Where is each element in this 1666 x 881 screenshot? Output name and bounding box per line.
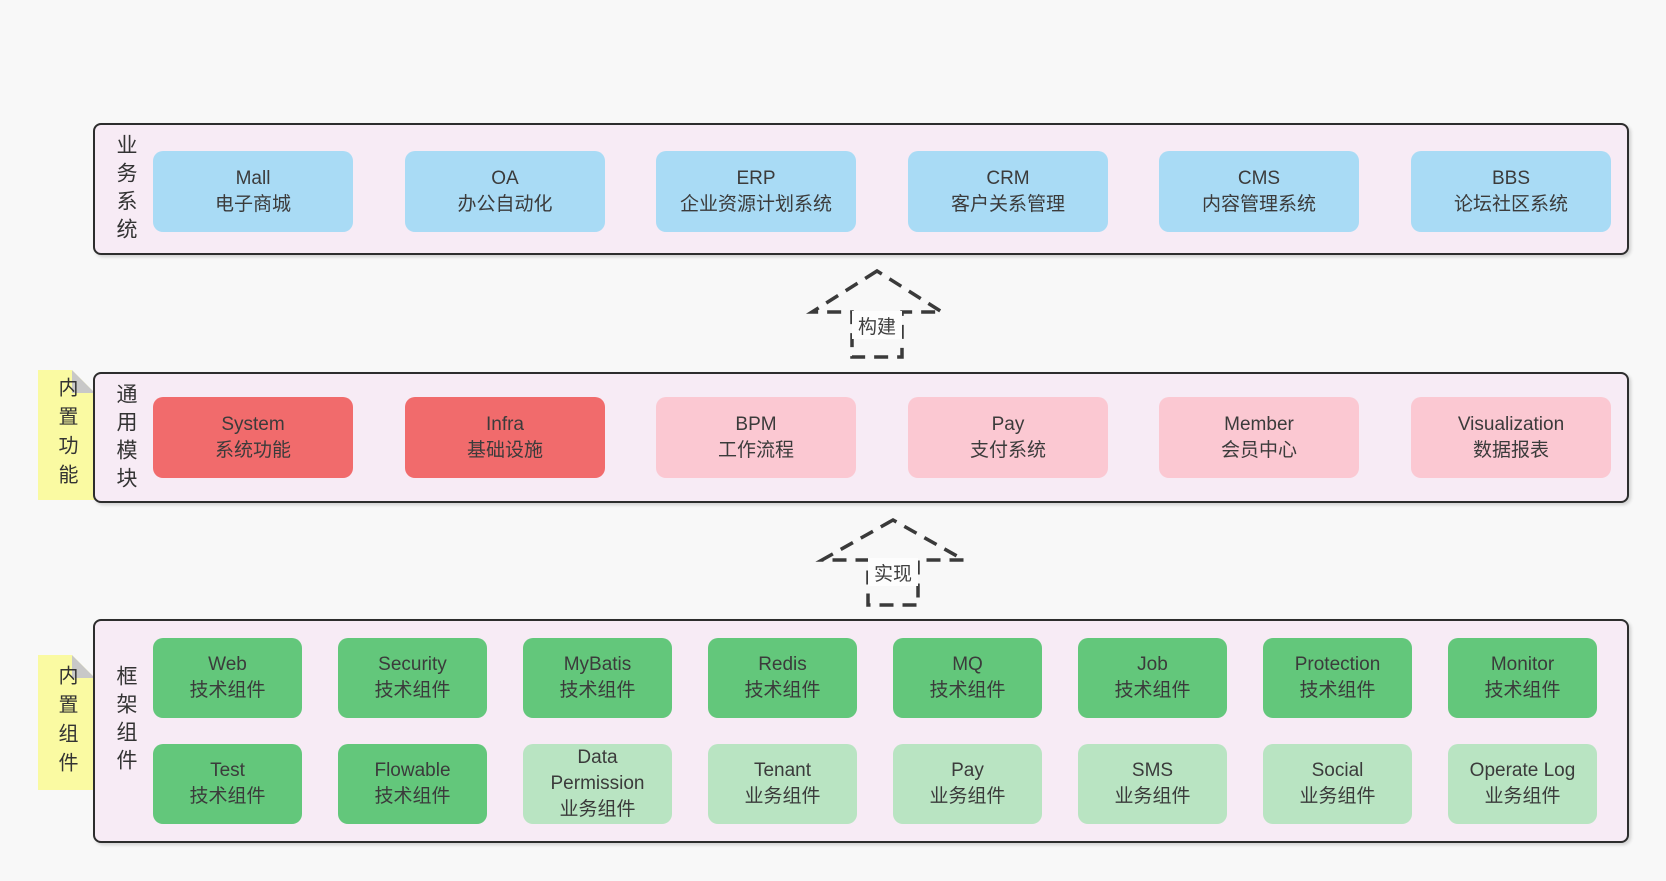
box-subtitle: 基础设施 (466, 439, 543, 461)
box-title: MyBatis (563, 654, 632, 675)
box-sms: SMS 业务组件 (1078, 744, 1227, 824)
arrow-implement-label: 实现 (868, 558, 918, 586)
box-bpm: BPM 工作流程 (656, 397, 856, 478)
box-title: System (221, 413, 285, 435)
box-subtitle: 办公自动化 (457, 193, 553, 215)
box-subtitle: 技术组件 (559, 680, 636, 701)
box-title: MQ (952, 654, 983, 675)
box-subtitle: 业务组件 (1299, 786, 1376, 807)
box-title: Operate Log (1469, 760, 1576, 781)
box-data-permission: Data Permission 业务组件 (523, 744, 672, 824)
box-subtitle: 业务组件 (1114, 786, 1191, 807)
box-title: Infra (485, 413, 525, 435)
box-visualization: Visualization 数据报表 (1411, 397, 1611, 478)
box-mq: MQ 技术组件 (893, 638, 1042, 718)
box-title: Protection (1294, 654, 1381, 675)
box-mall: Mall 电子商城 (153, 151, 353, 232)
box-title: BBS (1491, 167, 1531, 189)
box-operate-log: Operate Log 业务组件 (1448, 744, 1597, 824)
box-erp: ERP 企业资源计划系统 (656, 151, 856, 232)
note-built-in-components: 内置组件 (38, 655, 95, 790)
box-title: Test (210, 760, 245, 781)
box-title: ERP (736, 167, 776, 189)
box-title: Pay (951, 760, 984, 781)
box-title: Social (1311, 760, 1364, 781)
box-social: Social 业务组件 (1263, 744, 1412, 824)
box-subtitle: 内容管理系统 (1201, 193, 1316, 215)
box-title: Job (1137, 654, 1168, 675)
box-subtitle: 技术组件 (374, 680, 451, 701)
box-redis: Redis 技术组件 (708, 638, 857, 718)
box-title: CRM (986, 167, 1030, 189)
box-test: Test 技术组件 (153, 744, 302, 824)
box-title: OA (491, 167, 519, 189)
box-monitor: Monitor 技术组件 (1448, 638, 1597, 718)
box-subtitle: 工作流程 (717, 439, 794, 461)
box-subtitle: 业务组件 (744, 786, 821, 807)
box-oa: OA 办公自动化 (405, 151, 605, 232)
box-title: Member (1224, 413, 1294, 435)
box-subtitle: 技术组件 (1299, 680, 1376, 701)
note-text: 内置功能 (55, 377, 77, 493)
box-tenant: Tenant 业务组件 (708, 744, 857, 824)
box-title: Security (378, 654, 447, 675)
box-title: Web (208, 654, 247, 675)
box-title: Tenant (753, 760, 812, 781)
box-subtitle: 技术组件 (1484, 680, 1561, 701)
box-title: Pay (991, 413, 1025, 435)
box-subtitle: 技术组件 (744, 680, 821, 701)
box-flowable: Flowable 技术组件 (338, 744, 487, 824)
arrow-implement (815, 517, 971, 607)
box-title: Data Permission (550, 747, 645, 794)
box-subtitle: 业务组件 (1484, 786, 1561, 807)
layer-label: 业务系统 (114, 134, 137, 246)
box-subtitle: 电子商城 (214, 193, 291, 215)
box-system: System 系统功能 (153, 397, 353, 478)
box-subtitle: 数据报表 (1472, 439, 1549, 461)
layer-label: 通用模块 (114, 383, 137, 495)
up-arrow-icon (805, 268, 949, 359)
box-title: Flowable (374, 760, 451, 781)
box-subtitle: 技术组件 (374, 786, 451, 807)
box-protection: Protection 技术组件 (1263, 638, 1412, 718)
up-arrow-icon (815, 517, 971, 607)
box-subtitle: 会员中心 (1220, 439, 1297, 461)
box-crm: CRM 客户关系管理 (908, 151, 1108, 232)
arrow-build-label: 构建 (852, 311, 902, 339)
box-subtitle: 技术组件 (189, 786, 266, 807)
box-subtitle: 技术组件 (1114, 680, 1191, 701)
box-subtitle: 技术组件 (189, 680, 266, 701)
box-title: SMS (1131, 760, 1174, 781)
box-subtitle: 系统功能 (214, 439, 291, 461)
box-mybatis: MyBatis 技术组件 (523, 638, 672, 718)
box-title: CMS (1237, 167, 1281, 189)
box-subtitle: 支付系统 (969, 439, 1046, 461)
box-cms: CMS 内容管理系统 (1159, 151, 1359, 232)
arrow-build (805, 268, 949, 359)
note-text: 内置组件 (55, 664, 77, 781)
box-title: Visualization (1457, 413, 1565, 435)
box-bbs: BBS 论坛社区系统 (1411, 151, 1611, 232)
note-built-in-features: 内置功能 (38, 370, 95, 500)
box-title: Redis (758, 654, 807, 675)
box-title: Monitor (1490, 654, 1555, 675)
box-subtitle: 企业资源计划系统 (679, 193, 832, 215)
box-title: BPM (735, 413, 777, 435)
box-security: Security 技术组件 (338, 638, 487, 718)
box-subtitle: 技术组件 (929, 680, 1006, 701)
box-infra: Infra 基础设施 (405, 397, 605, 478)
box-subtitle: 业务组件 (559, 799, 636, 820)
box-pay-biz: Pay 业务组件 (893, 744, 1042, 824)
box-subtitle: 论坛社区系统 (1453, 193, 1568, 215)
box-job: Job 技术组件 (1078, 638, 1227, 718)
box-subtitle: 业务组件 (929, 786, 1006, 807)
box-web: Web 技术组件 (153, 638, 302, 718)
box-pay: Pay 支付系统 (908, 397, 1108, 478)
layer-label: 框架组件 (114, 665, 137, 777)
box-title: Mall (235, 167, 271, 189)
box-member: Member 会员中心 (1159, 397, 1359, 478)
box-subtitle: 客户关系管理 (950, 193, 1065, 215)
